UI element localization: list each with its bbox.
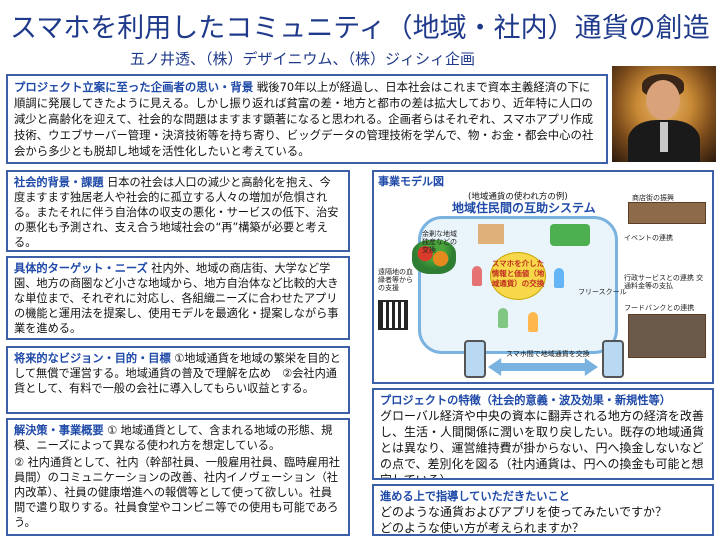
vision-section: 将来的なビジョン・目的・目標 ①地域通貨を地域の繁栄を目的として無償で運営する。… xyxy=(6,346,350,414)
solution-section: 解決策・事業概要 ① 地域通貨として、含まれる地域の形態、規模、ニーズによって異… xyxy=(6,418,350,536)
house-icon xyxy=(478,224,504,244)
solution-text-2: ② 社内通貨として、社内（幹部社員、一般雇用社員、臨時雇用社員間）のコミュニケー… xyxy=(14,456,340,529)
solution-text-1: ① 地域通貨として、含まれる地域の形態、規模、ニーズによって異なる使われ方を想定… xyxy=(14,424,333,452)
label-school: フリースクール xyxy=(578,288,627,296)
person-icon xyxy=(498,308,508,328)
vision-heading: 将来的なビジョン・目的・目標 xyxy=(14,352,171,365)
background-heading: プロジェクト立案に至った企画者の思い・背景 xyxy=(14,80,254,94)
diagram-caption: (地域通貨の使われ方の例) xyxy=(468,192,568,202)
diagram-title: 地域住民間の互助システム xyxy=(452,201,596,215)
label-gov: 行政サービスとの連携 交通料金等の支払 xyxy=(624,274,704,290)
label-veg: 余剰な地域独産などの交換 xyxy=(422,230,457,254)
food-bank-image xyxy=(628,314,706,358)
social-section: 社会的背景・課題 日本の社会は人口の減少と高齢化を抱え、今度ますます独居老人や社… xyxy=(6,170,350,252)
label-event: イベントの連携 xyxy=(624,234,673,242)
vision-text: ①地域通貨を地域の繁栄を目的として無償で運営する。地域通貨の普及で理解を広め ②… xyxy=(14,352,341,395)
page-title: スマホを利用したコミュニティ（地域・社内）通貨の創造 xyxy=(10,13,710,44)
background-text: 戦後70年以上が経過し、日本社会はこれまで資本主義経済の下に順調に発展してきたよ… xyxy=(14,80,594,158)
business-model-section: 事業モデル図 (地域通貨の使われ方の例) 地域住民間の互助システム 余剰な地域独… xyxy=(372,170,714,384)
model-heading: 事業モデル図 xyxy=(378,175,444,188)
qr-code-icon xyxy=(378,300,408,330)
person-icon xyxy=(472,266,482,286)
target-heading: 具体的ターゲット・ニーズ xyxy=(14,262,148,275)
vegetables-image xyxy=(412,240,456,274)
shopping-street-image xyxy=(628,202,706,224)
solution-heading: 解決策・事業概要 xyxy=(14,424,104,437)
social-text: 日本の社会は人口の減少と高齢化を抱え、今度ますます独居老人や社会的に孤立する人々… xyxy=(14,176,339,249)
label-phone-exchange: スマホ間で地域通貨を交換 xyxy=(506,350,590,358)
social-heading: 社会的背景・課題 xyxy=(14,176,104,189)
bus-icon xyxy=(550,224,590,246)
guidance-heading: 進める上で指導していただきたいこと xyxy=(380,490,570,503)
feature-text: グローバル経済や中央の資本に翻弄される地方の経済を改善し、生活・人間関係に潤いを… xyxy=(380,409,705,480)
label-shop: 商店街の振興 xyxy=(632,194,674,202)
label-remote: 遠隔地の血縁者等からの支援 xyxy=(378,268,413,292)
label-food: フードバンクとの連携 xyxy=(624,304,695,312)
feature-section: プロジェクトの特徴（社会的意義・波及効果・新規性等） グローバル経済や中央の資本… xyxy=(372,388,714,480)
target-text: 社内外、地域の商店街、大学など学園、地方の商圏など小さな地域から、地方自治体など… xyxy=(14,262,339,335)
guidance-line-1: どのような通貨およびアプリを使ってみたいですか？ xyxy=(380,505,668,519)
feature-heading: プロジェクトの特徴（社会的意義・波及効果・新規性等） xyxy=(380,394,671,407)
exchange-arrow xyxy=(488,358,598,376)
person-icon xyxy=(528,312,538,332)
background-section: プロジェクト立案に至った企画者の思い・背景 戦後70年以上が経過し、日本社会はこ… xyxy=(6,74,608,164)
page-subtitle: 五ノ井透、（株）デザイニウム、（株）ジィシィ企画 xyxy=(130,50,476,68)
presenter-photo xyxy=(612,66,716,162)
target-section: 具体的ターゲット・ニーズ 社内外、地域の商店街、大学など学園、地方の商圏など小さ… xyxy=(6,256,350,340)
smartphone-icon xyxy=(602,340,624,378)
center-exchange-label: スマホを介した情報と価値（地域通貨）の交換 xyxy=(490,252,546,300)
guidance-section: 進める上で指導していただきたいこと どのような通貨およびアプリを使ってみたいです… xyxy=(372,484,714,536)
guidance-line-2: どのような使い方が考えられますか？ xyxy=(380,521,585,535)
smartphone-icon xyxy=(464,340,486,378)
business-model-diagram: (地域通貨の使われ方の例) 地域住民間の互助システム 余剰な地域独産などの交換 … xyxy=(378,190,708,380)
person-icon xyxy=(554,268,564,288)
